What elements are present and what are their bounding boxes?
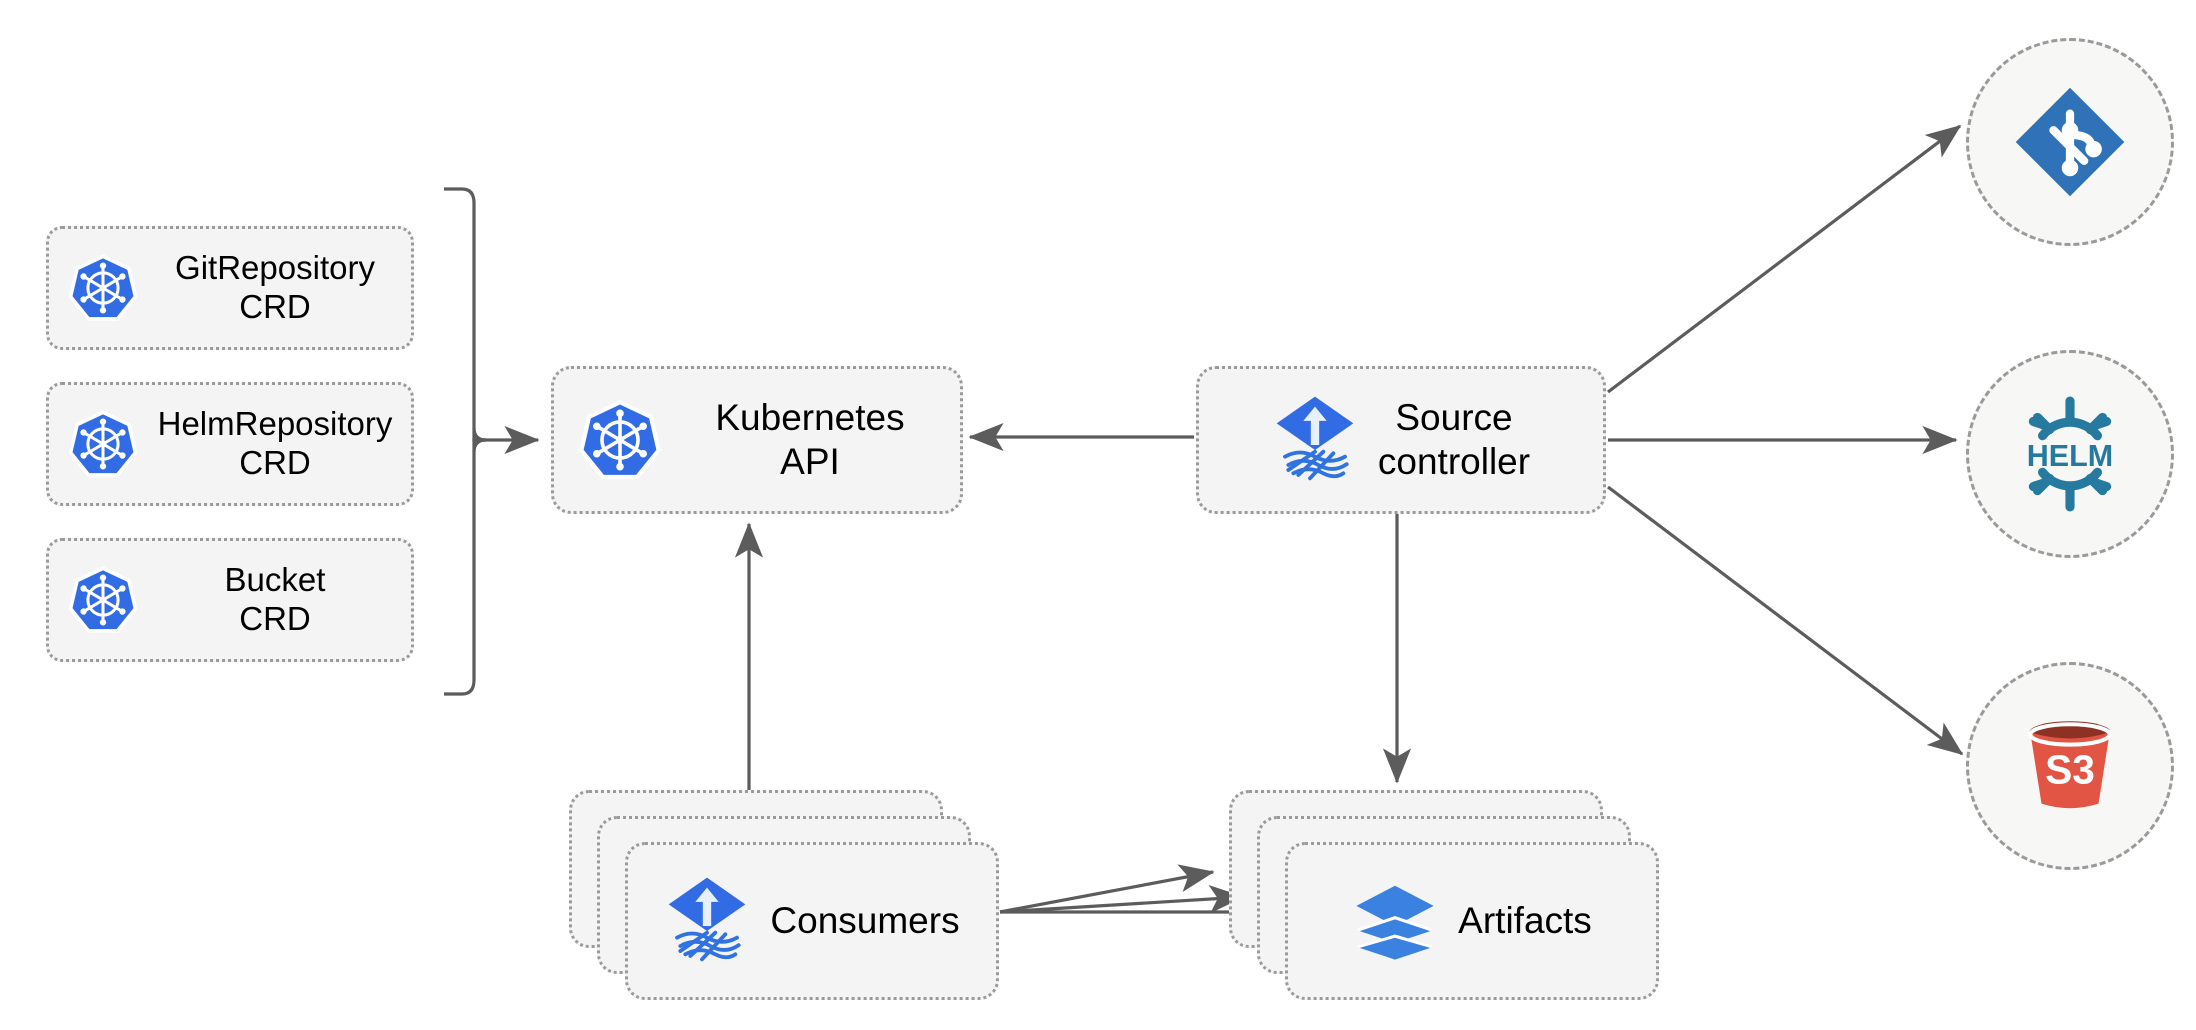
- external-node-git[interactable]: [1966, 38, 2174, 246]
- node-consumers-stack[interactable]: Consumers: [569, 790, 999, 1000]
- artifacts-card-front[interactable]: Artifacts: [1285, 842, 1659, 1000]
- node-label: Consumers: [770, 900, 960, 942]
- edge-sourcectl-to-s3: [1607, 485, 1964, 756]
- crd-bracket-tip: [472, 427, 487, 452]
- kubernetes-icon: [65, 250, 141, 326]
- git-icon: [2010, 82, 2130, 202]
- edge-consumers-to-artifacts-1: [999, 864, 1215, 914]
- flux-icon: [664, 875, 750, 967]
- node-label: Kubernetes API: [715, 397, 905, 482]
- edge-consumers-to-artifacts-2: [999, 885, 1245, 914]
- kubernetes-icon: [65, 406, 141, 482]
- crd-card-label: GitRepository CRD: [175, 249, 375, 325]
- crd-group-bracket: [444, 187, 487, 696]
- helm-label: HELM: [2027, 439, 2113, 473]
- flux-icon: [1272, 394, 1358, 486]
- crd-card-label: Bucket CRD: [224, 561, 326, 637]
- node-source-controller[interactable]: Source controller: [1196, 366, 1606, 514]
- crd-card-helmrepository[interactable]: HelmRepository CRD: [46, 382, 414, 506]
- node-artifacts-stack[interactable]: Artifacts: [1229, 790, 1659, 1000]
- kubernetes-icon: [576, 396, 664, 484]
- node-label: Artifacts: [1458, 900, 1592, 942]
- helm-icon: HELM: [2010, 394, 2130, 514]
- crd-card-gitrepository[interactable]: GitRepository CRD: [46, 226, 414, 350]
- s3-label: S3: [2045, 746, 2095, 792]
- node-label: Source controller: [1377, 397, 1531, 482]
- external-node-helm[interactable]: HELM: [1966, 350, 2174, 558]
- s3-bucket-icon: S3: [2010, 706, 2130, 826]
- crd-card-label: HelmRepository CRD: [157, 405, 393, 481]
- external-node-s3[interactable]: S3: [1966, 662, 2174, 870]
- kubernetes-icon: [65, 562, 141, 638]
- node-kubernetes-api[interactable]: Kubernetes API: [551, 366, 963, 514]
- edge-sourcectl-to-git: [1607, 124, 1962, 394]
- crd-card-bucket[interactable]: Bucket CRD: [46, 538, 414, 662]
- consumers-card-front[interactable]: Consumers: [625, 842, 999, 1000]
- layers-icon: [1352, 875, 1438, 967]
